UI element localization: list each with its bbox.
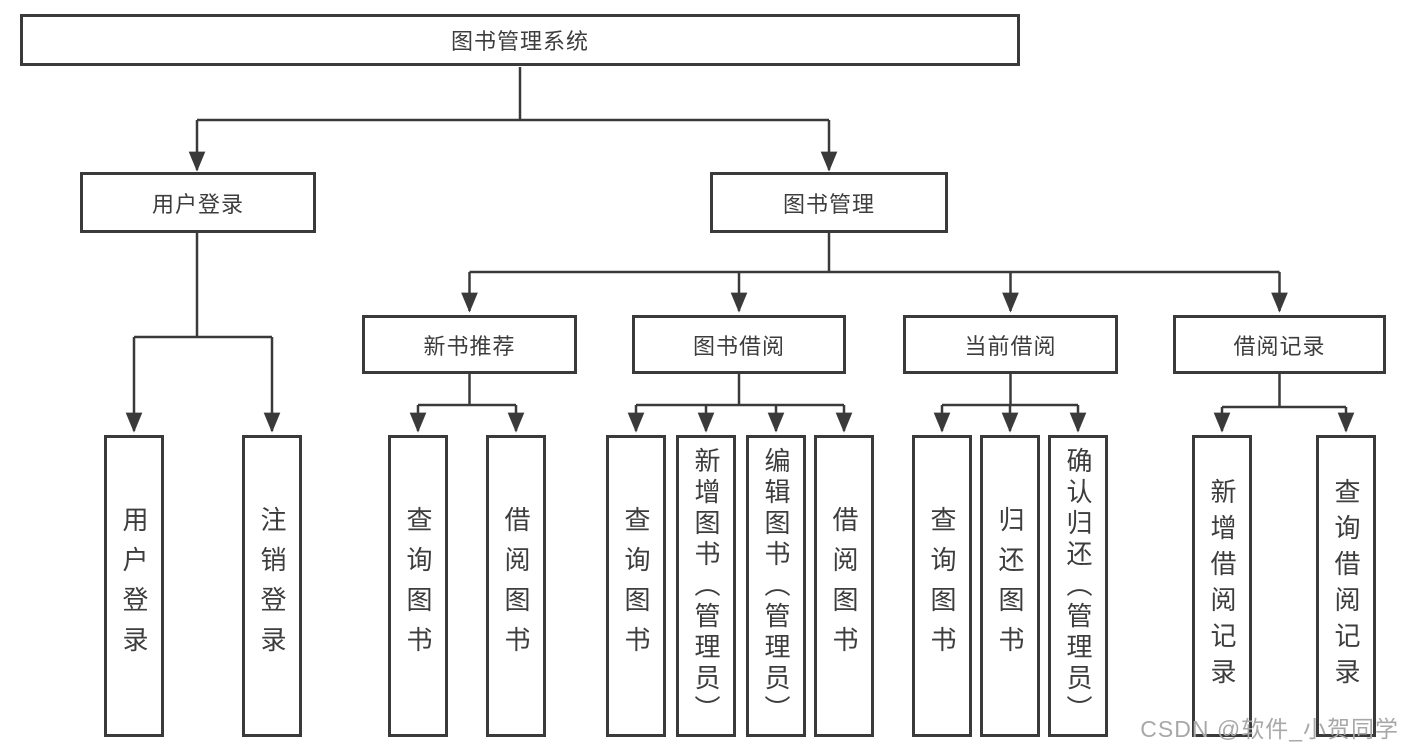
leaf-confirm-return-admin: 确认归还（管理员） <box>1048 435 1108 737</box>
leaf-user-login: 用户登录 <box>104 435 164 737</box>
node-label: 借阅记录 <box>1233 333 1326 359</box>
leaf-borrow-books: 借阅图书 <box>814 435 874 737</box>
node-label: 当前借阅 <box>964 333 1057 359</box>
node-label: 查询借阅记录 <box>1331 478 1361 694</box>
leaf-edit-books-admin: 编辑图书（管理员） <box>746 435 806 737</box>
leaf-query-books: 查询图书 <box>912 435 972 737</box>
leaf-borrow-books: 借阅图书 <box>486 435 546 737</box>
node-library-management-system: 图书管理系统 <box>20 14 1020 66</box>
node-label: 查询图书 <box>927 506 957 666</box>
node-label: 新书推荐 <box>423 333 516 359</box>
node-label: 新增借阅记录 <box>1207 478 1237 694</box>
node-label: 新增图书（管理员） <box>691 446 721 726</box>
node-label: 图书管理系统 <box>450 29 589 54</box>
node-label: 注销登录 <box>257 506 287 666</box>
leaf-return-books: 归还图书 <box>980 435 1040 737</box>
node-label: 借阅图书 <box>829 506 859 666</box>
node-label: 用户登录 <box>151 191 244 217</box>
node-book-management: 图书管理 <box>710 172 948 233</box>
node-label: 图书管理 <box>782 191 875 217</box>
node-current-borrowing: 当前借阅 <box>903 315 1118 374</box>
node-label: 查询图书 <box>403 506 433 666</box>
csdn-watermark: CSDN @软件_小贺同学 <box>1140 716 1399 742</box>
node-book-borrowing: 图书借阅 <box>632 315 846 374</box>
node-label: 编辑图书（管理员） <box>761 446 791 726</box>
node-label: 归还图书 <box>995 506 1025 666</box>
leaf-add-books-admin: 新增图书（管理员） <box>676 435 736 737</box>
leaf-query-books: 查询图书 <box>388 435 448 737</box>
node-label: 图书借阅 <box>692 333 785 359</box>
node-label: 确认归还（管理员） <box>1063 446 1093 726</box>
leaf-query-borrow-record: 查询借阅记录 <box>1316 435 1376 737</box>
node-label: 查询图书 <box>621 506 651 666</box>
node-label: 用户登录 <box>119 506 149 666</box>
node-label: 借阅图书 <box>501 506 531 666</box>
node-borrowing-records: 借阅记录 <box>1173 315 1386 374</box>
leaf-logout: 注销登录 <box>242 435 302 737</box>
leaf-add-borrow-record: 新增借阅记录 <box>1192 435 1252 737</box>
node-new-book-recommendation: 新书推荐 <box>362 315 577 374</box>
node-user-login: 用户登录 <box>80 172 316 233</box>
leaf-query-books: 查询图书 <box>606 435 666 737</box>
